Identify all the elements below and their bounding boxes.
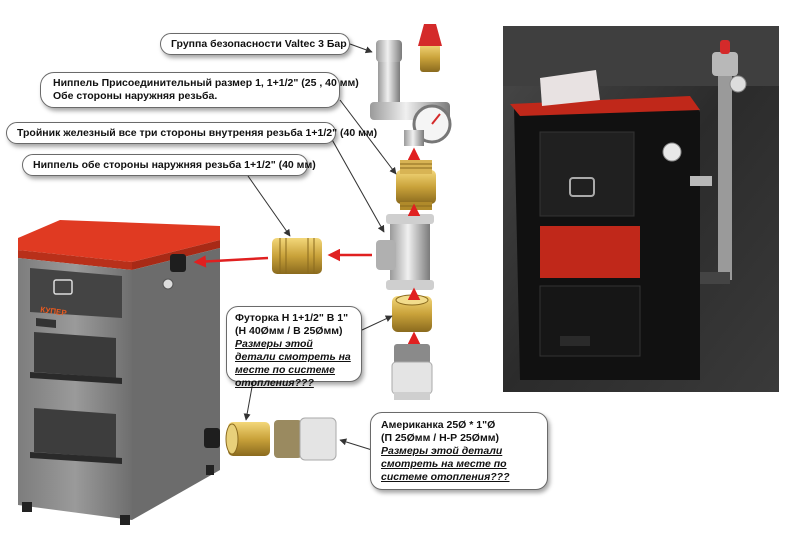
callout-safety-group: Группа безопасности Valtec 3 Бар (160, 33, 350, 55)
callout-futorka-line2: (Н 40Øмм / В 25Øмм) (235, 325, 343, 337)
nipple-horizontal (272, 238, 322, 274)
callout-futorka: Футорка Н 1+1/2" В 1" (Н 40Øмм / В 25Øмм… (226, 306, 362, 389)
callout-futorka-note: Размеры этой детали смотреть на месте по… (235, 338, 351, 389)
callout-american: Американка 25Ø * 1"Ø (П 25Øмм / Н-Р 25Øм… (370, 412, 548, 490)
safety-group-valtec (370, 24, 452, 146)
callout-nipple-connect-line2: Обе стороны наружняя резьба. (53, 90, 218, 102)
bottom-futorka (225, 422, 270, 456)
callout-nipple-both: Ниппель обе стороны наружняя резьба 1+1/… (22, 154, 316, 176)
futorka-adapter (392, 294, 432, 332)
boiler-illustration: КУПЕР (18, 220, 220, 525)
callout-safety-group-text: Группа безопасности Valtec 3 Бар (171, 38, 347, 50)
callout-futorka-line1: Футорка Н 1+1/2" В 1" (235, 312, 349, 324)
installed-boiler-photo (503, 26, 779, 392)
iron-tee (376, 214, 434, 290)
boiler-brand: КУПЕР (40, 305, 68, 318)
callout-nipple-both-text: Ниппель обе стороны наружняя резьба 1+1/… (33, 159, 316, 171)
callout-american-line1: Американка 25Ø * 1"Ø (381, 419, 496, 431)
american-union-vertical (391, 344, 433, 400)
leader-arrows (243, 43, 397, 451)
red-flow-arrows (193, 147, 421, 344)
callout-iron-tee: Тройник железный все три стороны внутрен… (6, 122, 378, 144)
callout-nipple-connect-line1: Ниппель Присоединительный размер 1, 1+1/… (53, 77, 359, 89)
callout-nipple-connect: Ниппель Присоединительный размер 1, 1+1/… (40, 72, 359, 108)
bottom-american-union (274, 417, 337, 461)
nipple-vertical (396, 160, 436, 210)
callout-american-line2: (П 25Øмм / Н-Р 25Øмм) (381, 432, 499, 444)
callout-iron-tee-text: Тройник железный все три стороны внутрен… (17, 127, 378, 139)
callout-american-note: Размеры этой детали смотреть на месте по… (381, 445, 510, 483)
